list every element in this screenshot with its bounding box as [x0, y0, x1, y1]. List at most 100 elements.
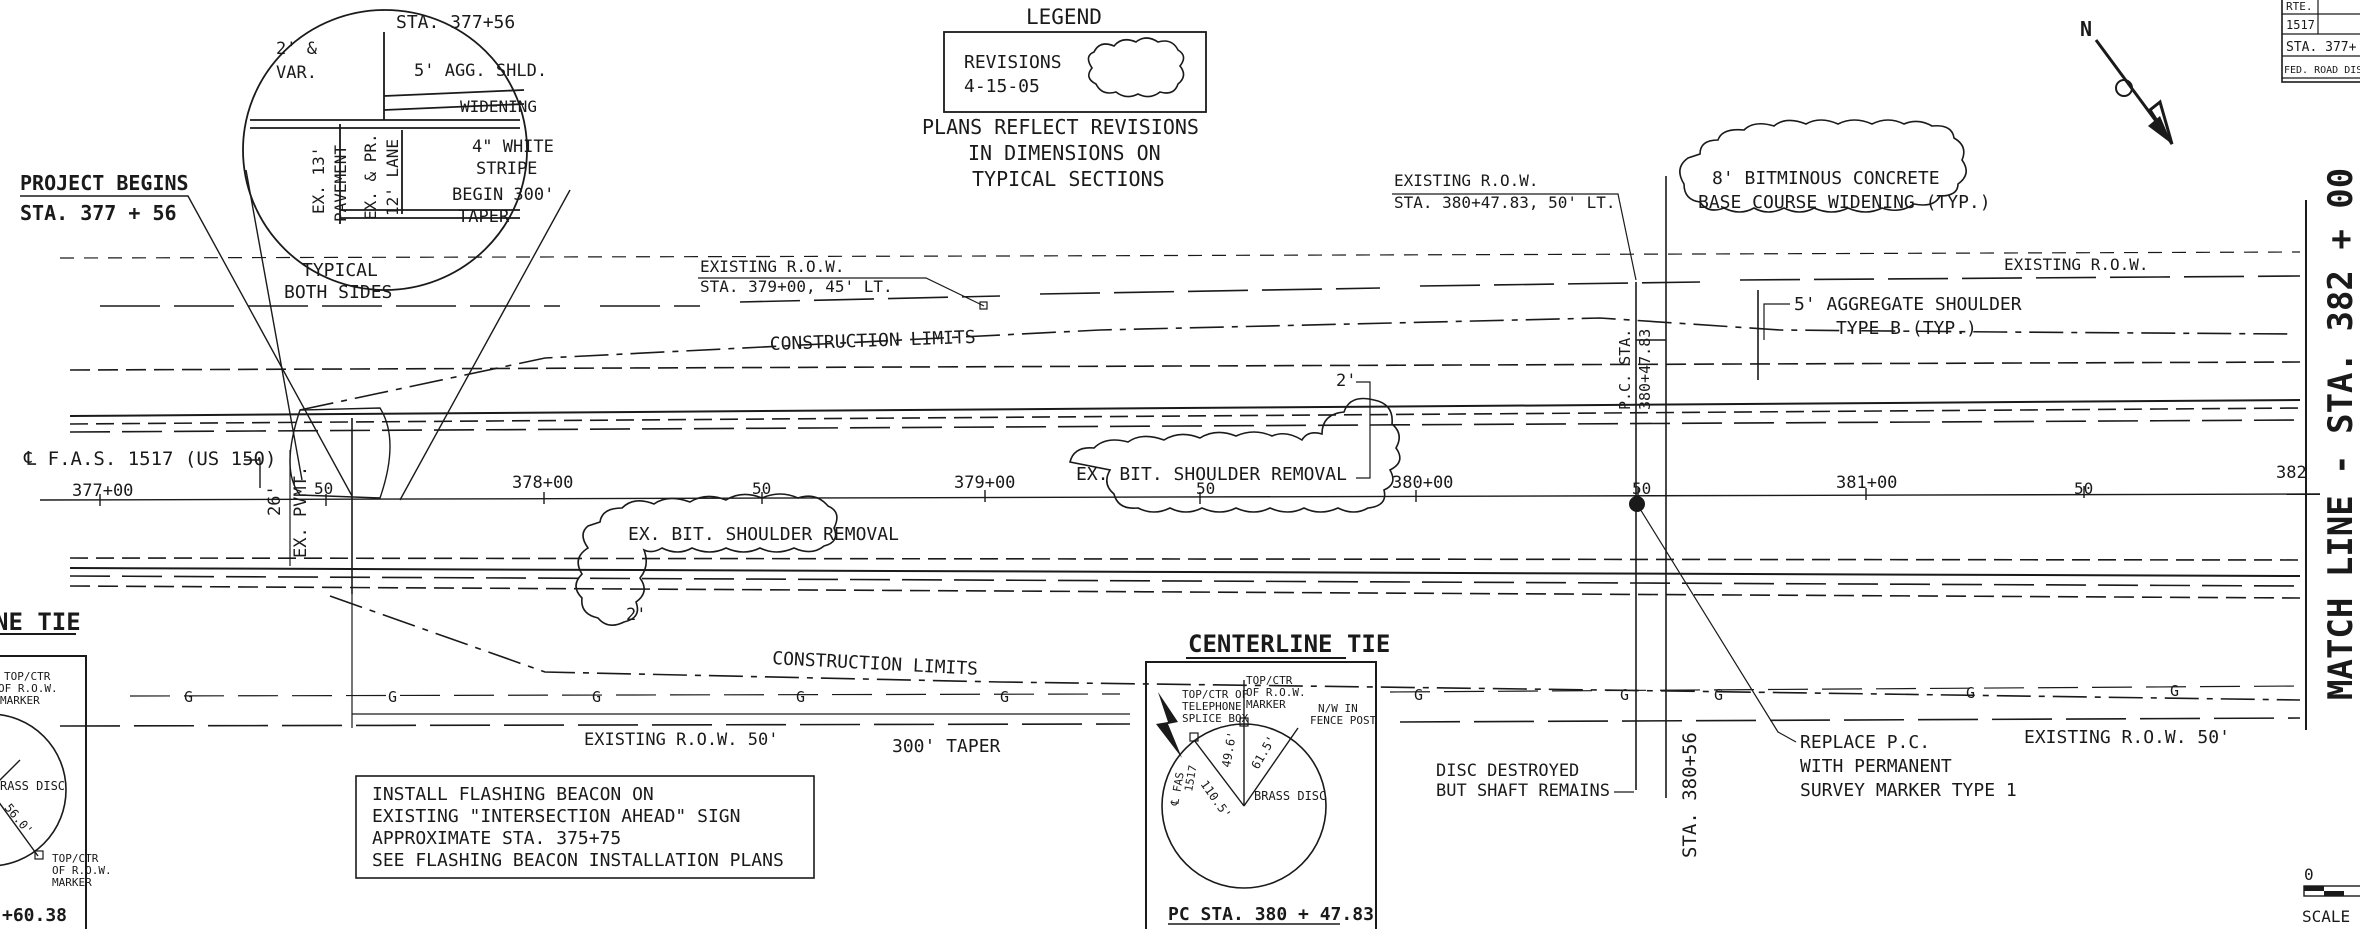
match-line-label: MATCH LINE - STA. 382 + 00	[2321, 168, 2360, 700]
station-378: 378+00	[512, 473, 573, 493]
construction-limits-bottom-label: CONSTRUCTION LIMITS	[772, 648, 979, 680]
half-mark-3: 50	[1196, 479, 1215, 498]
tie-marker-3: MARKER	[1246, 698, 1286, 711]
tie-dim-1: 110.5'	[1198, 778, 1234, 822]
pavement-edge-top-2	[69, 407, 2301, 425]
two-ft-bottom: 2'	[626, 605, 646, 625]
replace-pc-3: SURVEY MARKER TYPE 1	[1800, 780, 2017, 801]
bit-concrete-cloud	[1679, 119, 1967, 213]
sta-380-56-label: STA. 380+56	[1679, 732, 1701, 858]
tie-dim-2: 49.6'	[1219, 731, 1239, 769]
shoulder-removal-cloud-top	[1069, 397, 1401, 513]
tie-fas-1: ℄ FAS	[1168, 771, 1187, 807]
left-tie-brass: RASS DISC	[0, 779, 65, 793]
bit-concrete-2: BASE COURSE WIDENING (TYP.)	[1698, 192, 1991, 213]
gas-marker: G	[184, 688, 193, 706]
tie-fas-2: 1517	[1182, 764, 1199, 792]
station-377: 377+00	[72, 481, 133, 501]
detail-pavement-2: PAVEMENT	[331, 145, 350, 222]
gas-marker: G	[388, 688, 397, 706]
project-begins-leader	[20, 195, 353, 497]
bit-concrete-1: 8' BITMINOUS CONCRETE	[1712, 168, 1940, 189]
tie-marker-2: OF R.O.W.	[1246, 686, 1306, 699]
ex-pvmt-width: 26'	[265, 485, 285, 516]
left-tie-top-3: MARKER	[0, 694, 40, 707]
gas-marker: G	[1966, 684, 1975, 702]
two-ft-top: 2'	[1336, 371, 1356, 391]
tie-brass-disc: BRASS DISC	[1254, 789, 1326, 803]
beacon-note-3: APPROXIMATE STA. 375+75	[372, 828, 621, 849]
centerline-tie-title: CENTERLINE TIE	[1188, 630, 1390, 658]
left-tie: NE TIE TOP/CTR OF R.O.W. MARKER RASS DIS…	[0, 608, 112, 929]
gas-marker: G	[2170, 682, 2179, 700]
detail-width-1: 2' &	[276, 39, 318, 59]
left-tie-top-1: TOP/CTR	[4, 670, 51, 683]
disc-destroyed-2: BUT SHAFT REMAINS	[1436, 781, 1610, 801]
pc-sta-label: P.C. STA.	[1616, 329, 1634, 410]
existing-row-bottom-right: EXISTING R.O.W. 50'	[2024, 727, 2230, 748]
existing-row-2: EXISTING R.O.W.	[1394, 171, 1539, 190]
scale-label: SCALE	[2302, 907, 2350, 926]
roadway-linework	[39, 176, 2321, 798]
pavement-edge-top	[69, 399, 2301, 417]
detail-stripe-1: 4" WHITE	[472, 137, 554, 157]
detail-bubble: STA. 377+56 2' & VAR. 5' AGG. SHLD. WIDE…	[242, 9, 571, 501]
title-rte-label: RTE.	[2286, 0, 2313, 13]
pavement-edge-bottom-4	[69, 585, 2301, 599]
project-begins-title: PROJECT BEGINS	[20, 171, 189, 195]
disc-destroyed-1: DISC DESTROYED	[1436, 761, 1579, 781]
pavement-edge-top-3	[69, 419, 2301, 433]
station-381: 381+00	[1836, 473, 1897, 493]
project-begins: PROJECT BEGINS STA. 377 + 56	[20, 171, 353, 497]
half-mark-1: 50	[314, 479, 333, 498]
left-tie-footer: +60.38	[2, 905, 67, 926]
legend-note-3: TYPICAL SECTIONS	[972, 167, 1165, 191]
legend-revision-date: 4-15-05	[964, 76, 1040, 97]
beacon-note-2: EXISTING "INTERSECTION AHEAD" SIGN	[372, 806, 740, 827]
beacon-note-4: SEE FLASHING BEACON INSTALLATION PLANS	[372, 850, 784, 871]
detail-width-2: VAR.	[276, 63, 317, 83]
ex-pvmt-label: EX. PVMT.	[291, 466, 311, 558]
legend-cloud-icon	[1087, 37, 1185, 98]
detail-widening: WIDENING	[460, 97, 537, 116]
taper-label: 300' TAPER	[892, 736, 1001, 757]
detail-loop	[289, 407, 391, 499]
legend-title: LEGEND	[1026, 5, 1102, 29]
pc-sta-value: 380+47.83	[1636, 329, 1654, 410]
beacon-note-1: INSTALL FLASHING BEACON ON	[372, 784, 654, 805]
replace-pc-1: REPLACE P.C.	[1800, 732, 1930, 753]
gas-marker: G	[1414, 686, 1423, 704]
detail-sta: STA. 377+56	[396, 12, 515, 33]
legend-box	[943, 31, 1207, 113]
left-tie-bottom-3: MARKER	[52, 876, 92, 889]
existing-row-1: EXISTING R.O.W.	[700, 257, 845, 276]
widening-ticks	[1636, 290, 1759, 380]
tie-telephone-1: TOP/CTR OF	[1182, 688, 1248, 701]
legend: LEGEND REVISIONS 4-15-05 PLANS REFLECT R…	[922, 5, 1207, 191]
shoulder-removal-top-label: EX. BIT. SHOULDER REMOVAL	[1076, 464, 1347, 485]
existing-row-line-bottom	[59, 717, 2301, 727]
detail-stripe-2: STRIPE	[476, 159, 537, 179]
north-arrow-icon: N	[2080, 17, 2174, 145]
project-begins-station: STA. 377 + 56	[20, 201, 177, 225]
left-tie-title: NE TIE	[0, 608, 81, 636]
detail-taper-1: BEGIN 300'	[452, 185, 554, 205]
legend-note-1: PLANS REFLECT REVISIONS	[922, 115, 1199, 139]
left-tie-top-2: OF R.O.W.	[0, 682, 58, 695]
shoulder-removal-cloud-bottom	[575, 493, 838, 626]
tie-telephone-3: SPLICE BOX	[1182, 712, 1249, 725]
detail-caption-1: TYPICAL	[302, 260, 378, 281]
gas-line	[129, 685, 2301, 697]
existing-row-bottom: EXISTING R.O.W. 50'	[584, 730, 778, 750]
gas-marker: G	[1620, 686, 1629, 704]
tie-dim-3: 61.5'	[1248, 733, 1278, 771]
scale-zero: 0	[2304, 865, 2314, 884]
tie-fence-2: FENCE POST	[1310, 714, 1377, 727]
title-rte-value: 1517	[2286, 18, 2315, 32]
beacon-note-box	[355, 775, 815, 879]
construction-limits-top-label: CONSTRUCTION LIMITS	[769, 327, 976, 355]
station-382: 382	[2276, 463, 2307, 483]
tie-fence-1: N/W IN	[1318, 702, 1358, 715]
tie-telephone-2: TELEPHONE	[1182, 700, 1242, 713]
tie-footer: PC STA. 380 + 47.83	[1168, 904, 1374, 925]
